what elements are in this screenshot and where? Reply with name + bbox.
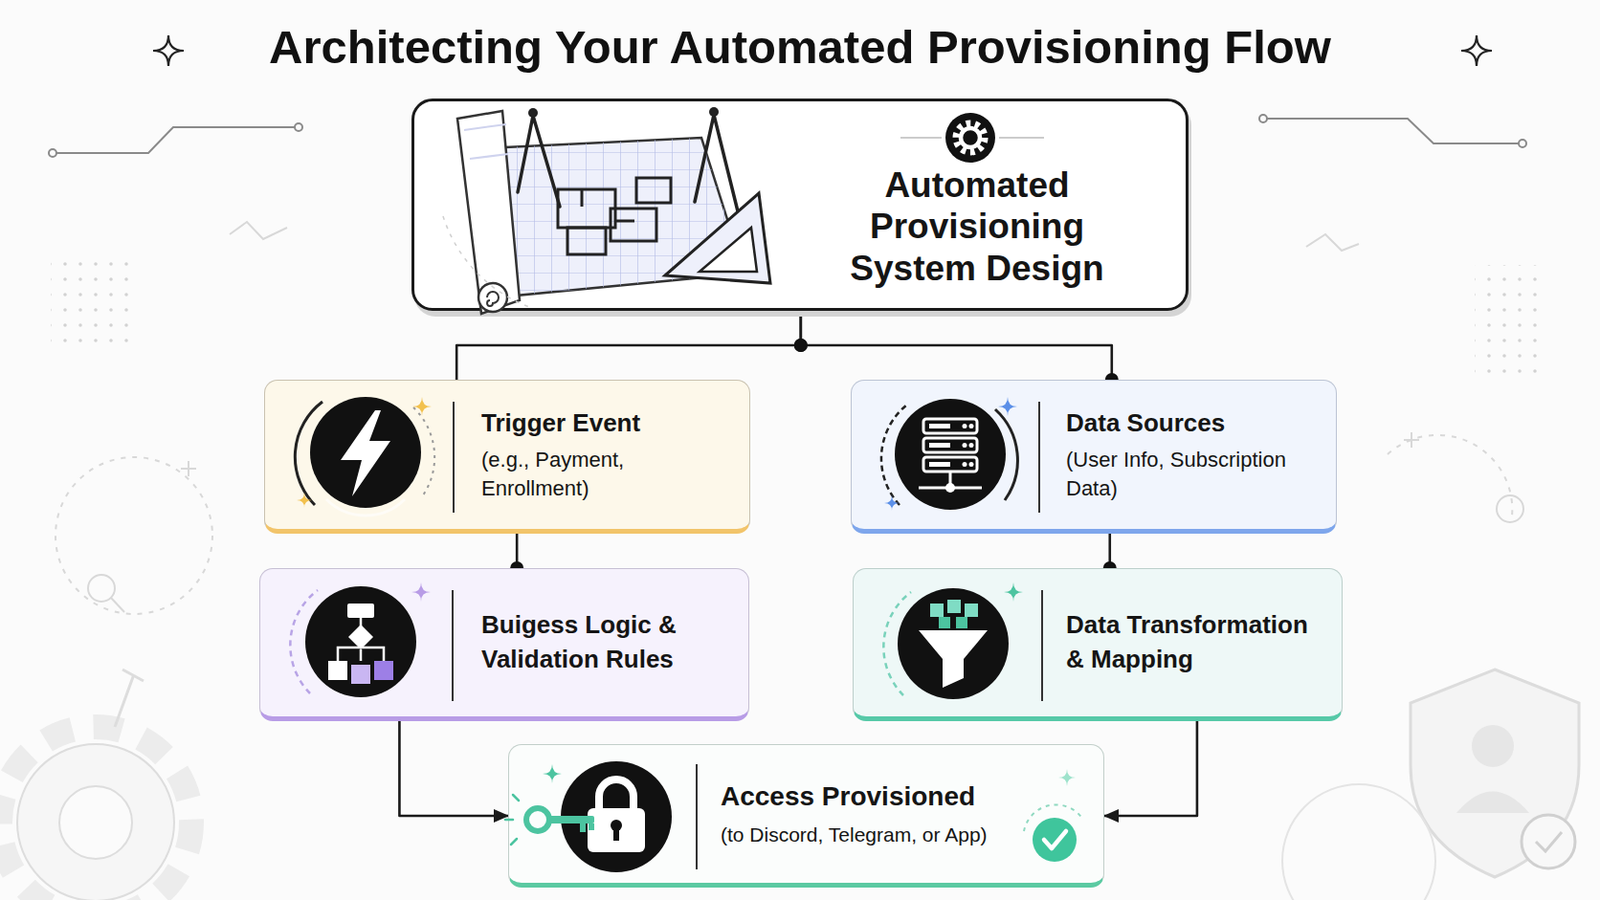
transform-box: Data Transformation & Mapping	[852, 568, 1343, 722]
junction-dot	[794, 338, 808, 353]
access-icon	[509, 745, 1106, 889]
page-title: Architecting Your Automated Provisioning…	[0, 19, 1600, 76]
junction-dot	[794, 338, 808, 353]
faint-gear	[0, 669, 192, 900]
connector-line	[456, 311, 801, 380]
box-heading: Access Provisioned	[720, 779, 976, 814]
box-heading: Buigess Logic & Validation Rules	[481, 608, 733, 678]
box-heading: Data Sources	[1066, 407, 1225, 440]
dot-grid	[50, 255, 130, 354]
connector-line	[800, 311, 1112, 380]
box-heading: Data Transformation & Mapping	[1066, 608, 1327, 678]
connector-line	[399, 721, 509, 817]
box-heading: Trigger Event	[481, 407, 641, 440]
connector-line	[1104, 721, 1198, 817]
design-box: Automated Provisioning System Design	[411, 98, 1189, 312]
box-heading: Automated Provisioning System Design	[833, 164, 1121, 289]
logic-box: Buigess Logic & Validation Rules	[259, 568, 750, 722]
box-subtext: (to Discord, Telegram, or App)	[720, 822, 988, 848]
box-subtext: (User Info, Subscription Data)	[1066, 445, 1291, 503]
access-box: Access Provisioned (to Discord, Telegram,…	[508, 744, 1105, 889]
dot-grid	[1474, 265, 1548, 384]
box-subtext: (e.g., Payment, Enrollment)	[481, 445, 702, 503]
trigger-box: Trigger Event (e.g., Payment, Enrollment)	[264, 379, 751, 534]
data-source-box: Data Sources (User Info, Subscription Dat…	[850, 379, 1337, 534]
